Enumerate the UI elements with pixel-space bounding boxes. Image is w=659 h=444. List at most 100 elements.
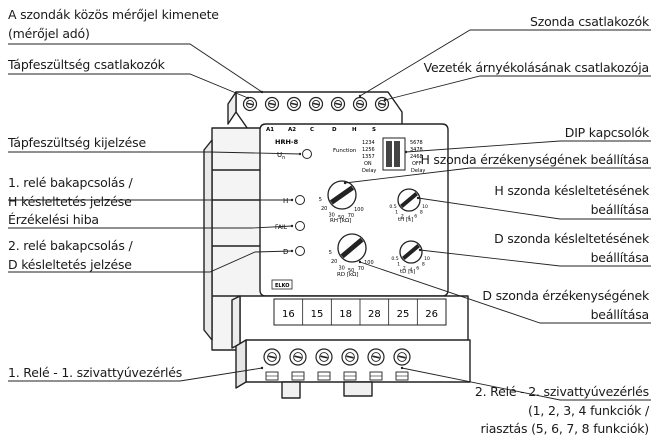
label-d-sens-1: D szonda érzékenységének (482, 288, 649, 303)
leader-dot (400, 366, 404, 370)
top-terminal-screw[interactable] (264, 96, 280, 112)
scale-mark: 100 (364, 260, 374, 266)
scale-mark: 5 (329, 250, 332, 256)
leader-dot (246, 96, 250, 100)
scale-mark: 4 (410, 267, 413, 273)
wire-entry (369, 371, 383, 381)
terminal-number: 28 (368, 309, 381, 320)
scale-mark: 30 (329, 212, 335, 218)
leader-line (8, 151, 301, 155)
bottom-terminal-screw[interactable] (393, 348, 411, 366)
leader-dot (290, 224, 294, 228)
func-row-3: 1357 (362, 154, 375, 160)
bottom-terminal-screw[interactable] (263, 348, 281, 366)
device-body (203, 91, 471, 399)
leader-line (8, 225, 293, 229)
scale-mark: 50 (348, 268, 354, 274)
led-d (295, 246, 305, 256)
scale-mark: 100 (354, 207, 364, 213)
func-row-2: 1256 (362, 147, 375, 153)
label-d-sens-2: beállítása (590, 307, 650, 322)
bottom-terminal-screw[interactable] (315, 348, 333, 366)
func-row-1: 1234 (362, 140, 375, 146)
label-relay1-2: H késleltetés jelzése (8, 194, 132, 209)
wire-entry (395, 371, 409, 381)
scale-mark: 20 (321, 206, 327, 212)
td-label: tD [s] (400, 269, 415, 275)
leader-line (8, 73, 249, 99)
top-terminal-screw[interactable] (352, 96, 368, 112)
model-label: HRH-8 (275, 138, 299, 146)
terminal-number: 26 (425, 309, 438, 320)
label-common-signal-1: A szondák közös mérőjel kimenete (8, 7, 219, 22)
label-relay1-3: Érzékelési hiba (8, 212, 99, 227)
label-h-delay-2: beállítása (590, 202, 650, 217)
leader-line (344, 167, 651, 184)
scale-mark: 1 (397, 262, 400, 268)
bottom-terminal-screw[interactable] (289, 348, 307, 366)
top-terminal-screw[interactable] (308, 96, 324, 112)
scale-mark: 8 (420, 210, 423, 216)
bottom-terminal-screws (263, 348, 411, 381)
wire-entry (265, 371, 279, 381)
th-label: tH [s] (398, 217, 413, 223)
leader-line (8, 43, 263, 93)
label-relay2-pump-2: (1, 2, 3, 4 funkciók / (527, 403, 649, 418)
label-relay2-pump-1: 2. Relé - 2. szivattyúvezérlés (474, 384, 649, 399)
rh-knob[interactable] (327, 180, 357, 210)
leader-line (384, 75, 651, 101)
top-mark: D (332, 127, 337, 133)
td-knob[interactable] (399, 240, 423, 264)
terminal-number: 16 (282, 309, 295, 320)
led-h (295, 195, 305, 205)
label-h-delay-1: H szonda késleltetésének (494, 183, 649, 198)
label-relay2-1: 2. relé bakapcsolás / (8, 238, 133, 253)
label-relay1-pump: 1. Relé - 1. szivattyúvezérlés (8, 365, 183, 380)
dip-right-3: 2468 (410, 154, 423, 160)
leader-dot (383, 98, 387, 102)
led-d-label: D (283, 248, 288, 256)
top-terminal-screw[interactable] (286, 96, 302, 112)
rd-label: RD [kΩ] (337, 272, 358, 278)
label-d-delay-2: beállítása (590, 250, 650, 265)
th-knob[interactable] (397, 188, 421, 212)
dip-right-2: 3478 (410, 147, 423, 153)
scale-mark: 2 (401, 214, 404, 220)
terminal-number: 25 (397, 309, 410, 320)
supply-led (302, 149, 312, 159)
label-d-delay-1: D szonda késleltetésének (494, 231, 649, 246)
scale-mark: 10 (422, 204, 428, 210)
front-face: HRH-8 Un Function 1234 1256 1357 ON Dela… (271, 137, 430, 290)
leader-dot (418, 248, 422, 252)
bottom-terminal-screw[interactable] (367, 348, 385, 366)
scale-mark: 5 (319, 197, 322, 203)
top-terminal-screw[interactable] (242, 96, 258, 112)
wire-entry (317, 371, 331, 381)
leader-dot (260, 90, 264, 94)
wire-entry (343, 371, 357, 381)
scale-mark: 2 (403, 266, 406, 272)
scale-mark: 70 (348, 213, 354, 219)
label-probe-terminals: Szonda csatlakozók (529, 14, 649, 29)
top-terminal-screw[interactable] (330, 96, 346, 112)
scale-mark: 4 (408, 215, 411, 221)
leader-line (419, 249, 651, 267)
label-dip-switches: DIP kapcsolók (564, 125, 649, 140)
dip-switch-1 (386, 141, 392, 167)
scale-mark: 8 (422, 262, 425, 268)
brand-plate (271, 279, 293, 290)
bottom-terminal-screw[interactable] (341, 348, 359, 366)
leader-dot (290, 198, 294, 202)
leader-line (401, 367, 651, 401)
leader-line (359, 29, 651, 97)
top-mark: H (352, 127, 357, 133)
leader-dot (358, 260, 362, 264)
label-relay2-2: D késleltetés jelzése (8, 257, 132, 272)
wire-entry (291, 371, 305, 381)
scale-mark: 6 (414, 214, 417, 220)
leader-dot (416, 196, 420, 200)
terminal-number: 15 (311, 309, 324, 320)
rd-knob[interactable] (337, 233, 367, 263)
leader-line (417, 197, 651, 220)
